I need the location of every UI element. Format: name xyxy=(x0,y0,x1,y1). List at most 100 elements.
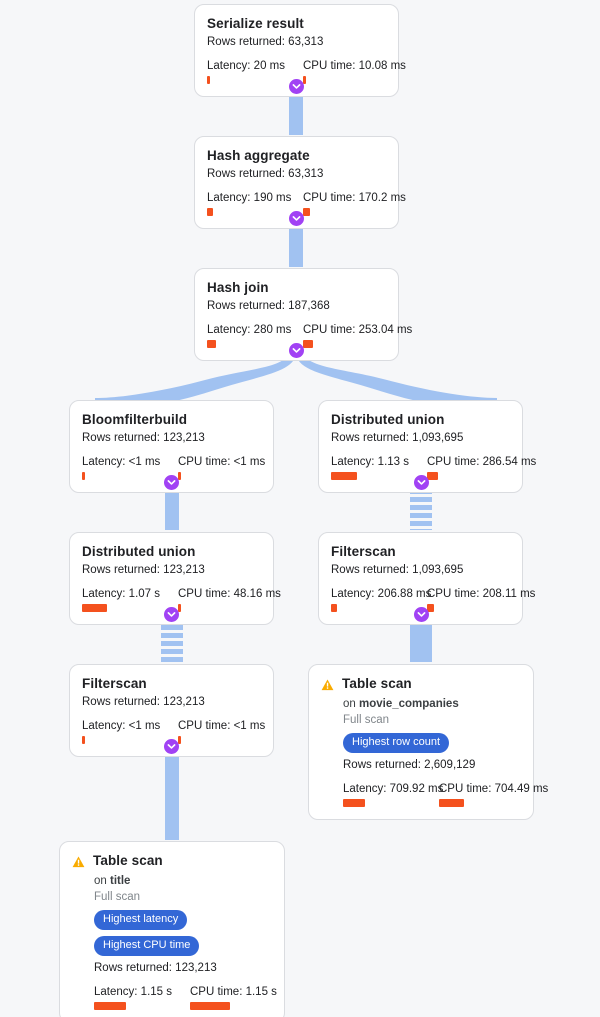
latency-label: Latency: <1 ms xyxy=(82,720,161,732)
node-header: Serialize result xyxy=(207,15,386,32)
cpu-metric: CPU time: 1.15 s xyxy=(190,985,277,1010)
warning-icon xyxy=(72,855,85,873)
latency-label: Latency: 709.92 ms xyxy=(343,783,444,795)
node-title: Table scan xyxy=(342,676,412,691)
cpu-bar xyxy=(427,472,438,480)
cpu-metric: CPU time: 253.04 ms xyxy=(303,323,412,348)
collapse-chevron-filterscan-right[interactable] xyxy=(414,607,429,622)
node-title: Filterscan xyxy=(331,544,396,559)
edge-tablescantitle-filterscanleft xyxy=(165,745,179,840)
plan-node-hash-aggregate[interactable]: Hash aggregate Rows returned: 63,313 Lat… xyxy=(194,136,406,229)
latency-label: Latency: 1.07 s xyxy=(82,588,160,600)
latency-label: Latency: 280 ms xyxy=(207,324,292,336)
collapse-chevron-serialize-result[interactable] xyxy=(289,79,304,94)
node-header: Hash join xyxy=(207,279,386,296)
metrics: Latency: 1.15 s CPU time: 1.15 s xyxy=(94,985,277,1010)
node-title: Distributed union xyxy=(82,544,196,559)
cpu-metric: CPU time: 48.16 ms xyxy=(178,587,281,612)
latency-bar xyxy=(82,604,107,612)
badge-list: Highest latency Highest CPU time xyxy=(94,910,272,956)
metrics: Latency: 1.13 s CPU time: 286.54 ms xyxy=(331,455,536,480)
node-header: Table scan xyxy=(321,675,521,696)
collapse-chevron-filterscan-left[interactable] xyxy=(164,739,179,754)
latency-metric: Latency: 206.88 ms xyxy=(331,587,431,612)
cpu-label: CPU time: <1 ms xyxy=(178,720,266,732)
collapse-chevron-distributed-union-left[interactable] xyxy=(164,607,179,622)
node-title: Serialize result xyxy=(207,16,304,31)
latency-bar xyxy=(343,799,365,807)
cpu-label: CPU time: 170.2 ms xyxy=(303,192,406,204)
rows-returned: Rows returned: 2,609,129 xyxy=(343,759,476,771)
table-name: movie_companies xyxy=(359,698,459,710)
cpu-bar xyxy=(178,472,181,480)
scan-target: on title xyxy=(94,874,272,889)
metrics: Latency: <1 ms CPU time: <1 ms xyxy=(82,719,265,744)
rows-returned: Rows returned: 63,313 xyxy=(207,168,324,180)
badge-list: Highest row count xyxy=(343,733,521,753)
plan-node-serialize-result[interactable]: Serialize result Rows returned: 63,313 L… xyxy=(194,4,406,97)
node-header: Table scan xyxy=(72,852,272,873)
cpu-label: CPU time: 48.16 ms xyxy=(178,588,281,600)
metrics: Latency: 206.88 ms CPU time: 208.11 ms xyxy=(331,587,535,612)
cpu-label: CPU time: 704.49 ms xyxy=(439,783,549,795)
latency-label: Latency: 190 ms xyxy=(207,192,292,204)
on-prefix: on xyxy=(343,698,359,710)
latency-bar xyxy=(207,340,216,348)
cpu-label: CPU time: 208.11 ms xyxy=(427,588,536,600)
table-name: title xyxy=(110,875,131,887)
rows-returned: Rows returned: 123,213 xyxy=(82,432,205,444)
status-badge[interactable]: Highest row count xyxy=(343,733,450,753)
latency-metric: Latency: 190 ms xyxy=(207,191,303,216)
collapse-chevron-hash-join[interactable] xyxy=(289,343,304,358)
scan-target: on movie_companies xyxy=(343,697,521,712)
collapse-chevron-distributed-union-right[interactable] xyxy=(414,475,429,490)
cpu-bar xyxy=(178,604,181,612)
node-header: Distributed union xyxy=(82,543,261,560)
metrics: Latency: 1.07 s CPU time: 48.16 ms xyxy=(82,587,281,612)
node-title: Filterscan xyxy=(82,676,147,691)
latency-label: Latency: 20 ms xyxy=(207,60,285,72)
cpu-metric: CPU time: 704.49 ms xyxy=(439,782,548,807)
cpu-metric: CPU time: 286.54 ms xyxy=(427,455,536,480)
latency-bar xyxy=(94,1002,126,1010)
plan-node-distributed-union-right[interactable]: Distributed union Rows returned: 1,093,6… xyxy=(318,400,536,493)
rows-returned: Rows returned: 123,213 xyxy=(82,696,205,708)
latency-metric: Latency: 1.15 s xyxy=(94,985,190,1010)
warning-icon xyxy=(321,678,334,696)
cpu-bar xyxy=(303,208,310,216)
metrics: Latency: 190 ms CPU time: 170.2 ms xyxy=(207,191,406,216)
latency-bar xyxy=(207,76,210,84)
latency-bar xyxy=(207,208,213,216)
cpu-metric: CPU time: 10.08 ms xyxy=(303,59,406,84)
rows-returned: Rows returned: 123,213 xyxy=(82,564,205,576)
cpu-label: CPU time: 253.04 ms xyxy=(303,324,413,336)
node-header: Bloomfilterbuild xyxy=(82,411,261,428)
latency-metric: Latency: 20 ms xyxy=(207,59,303,84)
status-badge-highest-latency[interactable]: Highest latency xyxy=(94,910,188,930)
latency-label: Latency: <1 ms xyxy=(82,456,161,468)
status-badge-highest-cpu-time[interactable]: Highest CPU time xyxy=(94,936,200,956)
collapse-chevron-bloomfilterbuild[interactable] xyxy=(164,475,179,490)
latency-metric: Latency: <1 ms xyxy=(82,719,178,744)
rows-returned: Rows returned: 187,368 xyxy=(207,300,330,312)
node-title: Table scan xyxy=(93,853,163,868)
cpu-bar xyxy=(303,340,313,348)
node-title: Distributed union xyxy=(331,412,445,427)
rows-returned: Rows returned: 1,093,695 xyxy=(331,432,464,444)
plan-node-table-scan-title[interactable]: Table scan on title Full scan Highest la… xyxy=(59,841,285,1017)
metrics: Latency: 20 ms CPU time: 10.08 ms xyxy=(207,59,406,84)
collapse-chevron-hash-aggregate[interactable] xyxy=(289,211,304,226)
latency-metric: Latency: 709.92 ms xyxy=(343,782,444,807)
cpu-metric: CPU time: <1 ms xyxy=(178,719,265,744)
cpu-label: CPU time: 1.15 s xyxy=(190,986,277,998)
metrics: Latency: <1 ms CPU time: <1 ms xyxy=(82,455,265,480)
plan-node-table-scan-movie-companies[interactable]: Table scan on movie_companies Full scan … xyxy=(308,664,548,820)
latency-metric: Latency: 1.13 s xyxy=(331,455,427,480)
cpu-bar xyxy=(190,1002,230,1010)
node-header: Filterscan xyxy=(331,543,510,560)
latency-metric: Latency: 280 ms xyxy=(207,323,303,348)
scan-type: Full scan xyxy=(343,714,390,726)
node-title: Hash aggregate xyxy=(207,148,310,163)
node-header: Filterscan xyxy=(82,675,261,692)
rows-returned: Rows returned: 1,093,695 xyxy=(331,564,464,576)
